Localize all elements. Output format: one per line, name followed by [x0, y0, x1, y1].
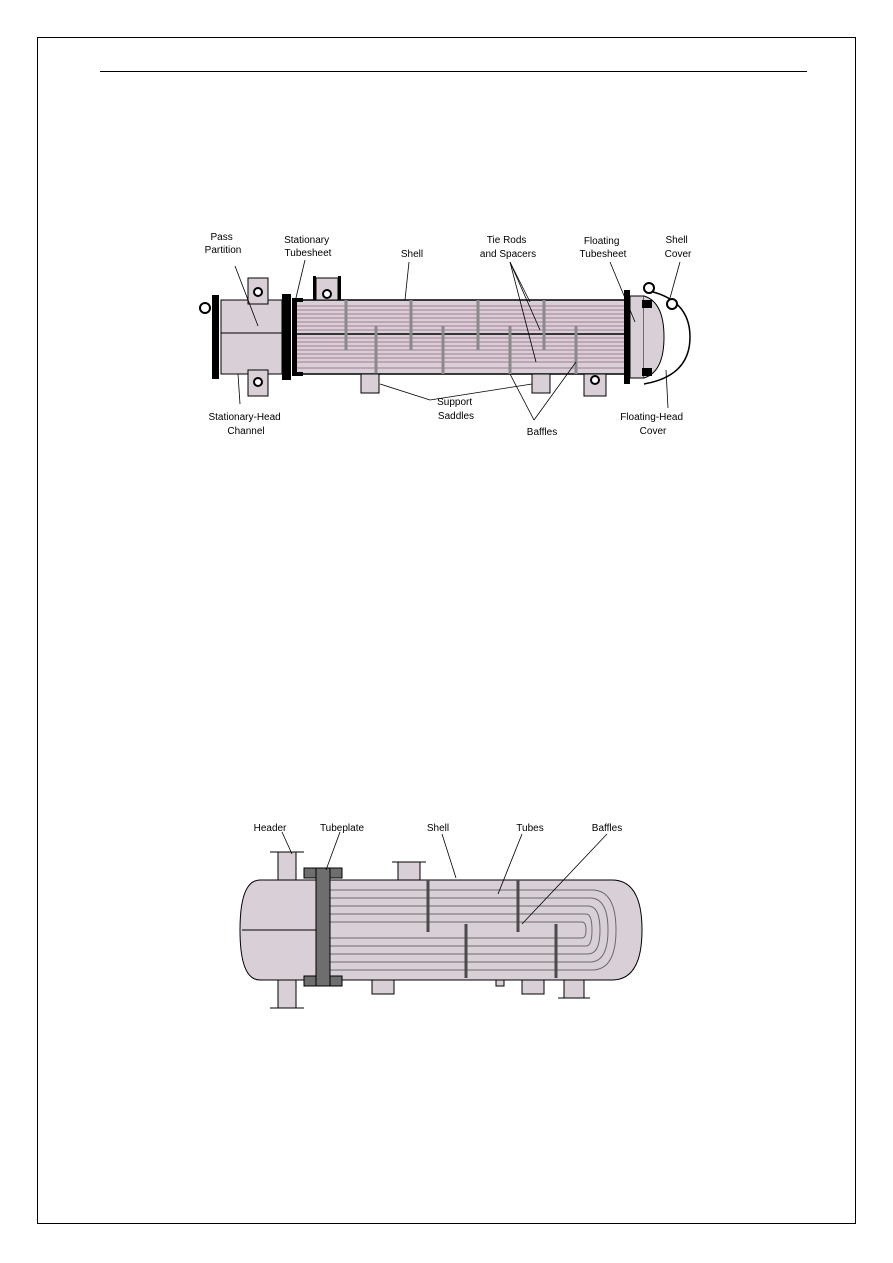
shell-bottom-nozzle: [563, 979, 585, 999]
u-tube-exchanger-diagram: Header Tubeplate Shell Tubes Baffles: [232, 812, 652, 1017]
header-rule: [100, 71, 807, 72]
floating-head-cover: [643, 295, 665, 379]
page-frame: [37, 37, 856, 1224]
support-saddle-left: [360, 373, 380, 394]
fig2-leader-lines: [281, 831, 608, 925]
channel-flange: [282, 294, 291, 380]
tubeplate: [315, 867, 331, 987]
label-header: Header: [254, 823, 287, 834]
fig2-drawing: [239, 851, 643, 1009]
shell-body: [321, 879, 643, 981]
u-tube-bundle: [326, 889, 617, 971]
support-right: [521, 979, 545, 995]
stationary-tubesheet: [292, 298, 297, 376]
shell-top-nozzle: [397, 861, 421, 881]
label-stationary-head-channel: Stationary-Head Channel: [208, 412, 283, 437]
label-tubeplate: Tubeplate: [320, 823, 365, 834]
label-support-saddles: Support Saddles: [437, 397, 475, 422]
stationary-head-channel: [220, 299, 283, 375]
baffles: [344, 300, 578, 374]
label-shell-cover: Shell Cover: [665, 235, 692, 260]
label-floating-head-cover: Floating-Head Cover: [620, 412, 686, 437]
baffles: [426, 880, 558, 978]
fig1-leader-lines: [234, 259, 681, 421]
shell-cover-flange: [624, 290, 630, 384]
shell-cover: [643, 289, 691, 385]
label-baffles: Baffles: [527, 427, 557, 438]
floating-tubesheet: [629, 295, 645, 379]
label-pass-partition: Pass Partition: [205, 232, 242, 256]
floating-head-exchanger-diagram: Pass Partition Stationary Tubesheet Shel…: [180, 222, 720, 447]
header-bottom-nozzle: [277, 979, 297, 1009]
support-saddle-right: [531, 373, 551, 394]
fig1-drawing: [199, 276, 691, 397]
label-tie-rods-spacers: Tie Rods and Spacers: [480, 235, 536, 260]
header-top-nozzle: [277, 851, 297, 881]
label-baffles: Baffles: [592, 823, 622, 834]
support-left: [371, 979, 395, 995]
channel-lug: [199, 302, 211, 314]
u-tube-exchanger-svg: Header Tubeplate Shell Tubes Baffles: [239, 823, 643, 1009]
label-shell: Shell: [427, 823, 449, 834]
label-floating-tubesheet: Floating Tubesheet: [580, 236, 627, 260]
label-shell: Shell: [401, 249, 423, 260]
floating-head-exchanger-svg: Pass Partition Stationary Tubesheet Shel…: [199, 232, 692, 438]
label-tubes: Tubes: [516, 823, 543, 834]
tube-bundle: [294, 305, 640, 369]
channel-cover-flange: [212, 295, 219, 379]
label-stationary-tubesheet: Stationary Tubesheet: [284, 235, 332, 259]
